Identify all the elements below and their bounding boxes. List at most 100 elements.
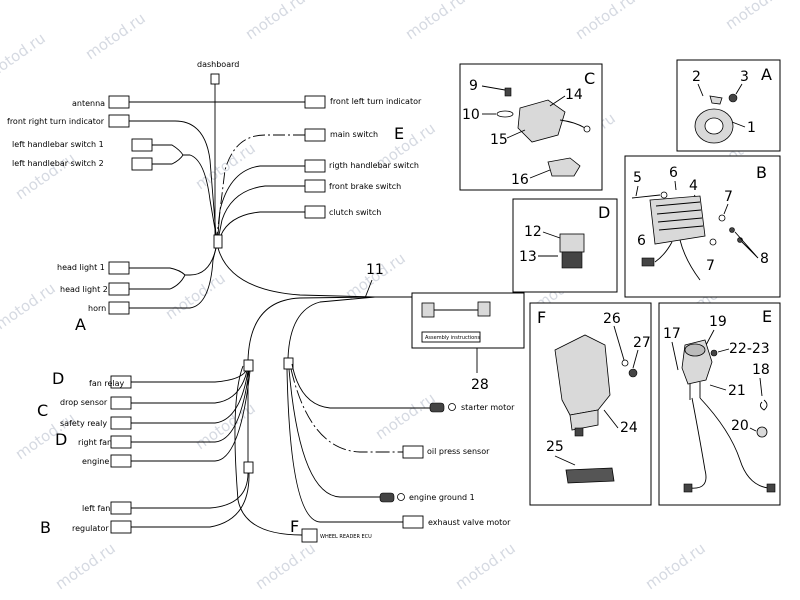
nut-part [628, 368, 638, 378]
oil-press-sensor-label: oil press sensor [427, 447, 490, 456]
wire [131, 370, 248, 404]
assembly-instructions-label: Assembly instructions [425, 335, 480, 341]
washer-part [496, 110, 514, 118]
group-letter-b-left: B [40, 518, 51, 537]
ref-26: 26 [603, 311, 621, 327]
leader-line [481, 85, 506, 91]
ref-15: 15 [490, 132, 508, 148]
fan-relay-label: fan relay [89, 379, 124, 388]
group-letter-c-left: C [37, 401, 48, 420]
oil-press-sensor-connector [402, 445, 424, 459]
watermark: motod.ru [642, 539, 709, 593]
left-fan-connector [110, 501, 132, 515]
group-letter-f: F [537, 308, 546, 327]
watermark: motod.ru [252, 539, 319, 593]
ecu-body [554, 334, 611, 416]
starter-motor-label: starter motor [461, 403, 515, 412]
leader-line [759, 377, 763, 397]
ref-10: 10 [462, 107, 480, 123]
front-right-turn-indicator-label: front right turn indicator [7, 117, 105, 126]
left-handlebar-switch-2-label: left handlebar switch 2 [12, 159, 104, 168]
group-letter-e: E [394, 124, 404, 143]
group-letter-b: B [756, 163, 767, 182]
wire [129, 267, 186, 290]
dashboard-label: dashboard [197, 60, 239, 69]
wire [185, 247, 217, 276]
wire [217, 247, 376, 298]
leader-line [364, 279, 373, 299]
ref-24: 24 [620, 420, 638, 436]
wire [290, 368, 403, 453]
leader-line [613, 325, 625, 361]
horn-connector [108, 301, 130, 315]
wire [286, 368, 403, 523]
wire [559, 119, 586, 129]
group-letter-f-left: F [290, 517, 299, 536]
panel-f-ecu: F 26 27 24 25 [529, 302, 652, 506]
head-light-2-label: head light 2 [60, 285, 108, 294]
leader-line [735, 83, 743, 95]
regulator-connector [641, 257, 655, 267]
ref-19: 19 [709, 314, 727, 330]
assembly-kit-connector [421, 302, 435, 318]
assembly-kit-connector [477, 301, 491, 317]
group-letter-e-panel: E [762, 307, 772, 326]
starter-motor-eyelet [448, 403, 456, 411]
drop-sensor-label: drop sensor [60, 398, 108, 407]
group-letter-d: D [52, 369, 64, 388]
splice-connector [243, 359, 254, 372]
watermark: motod.ru [242, 0, 309, 43]
leader-line [554, 455, 576, 466]
ref-20: 20 [731, 418, 749, 434]
relay-body [559, 233, 585, 253]
panel-e-ignition: E 17 19 22-23 21 18 20 [658, 302, 781, 506]
ref-25: 25 [546, 439, 564, 455]
leader-line [731, 121, 746, 128]
regulator-connector [110, 520, 132, 534]
bracket-part [689, 382, 701, 400]
ref-12: 12 [524, 224, 542, 240]
leader-line [723, 203, 729, 215]
ref-2: 2 [692, 69, 701, 85]
relay-body [517, 99, 566, 143]
bolt-part [631, 194, 661, 199]
exhaust-valve-motor-connector [402, 515, 424, 529]
right-handlebar-switch-label: rigth handlebar switch [329, 161, 419, 170]
engine-ground-terminal [379, 492, 395, 503]
watermark: motod.ru [722, 0, 789, 33]
ref-9: 9 [469, 78, 478, 94]
ref-27: 27 [633, 335, 651, 351]
ref-22-23: 22-23 [729, 341, 770, 357]
ecu-pad [565, 467, 615, 484]
key-cylinder [684, 343, 706, 357]
ecu-plug [574, 427, 584, 437]
leader-line [632, 349, 639, 369]
leader-line [506, 129, 526, 139]
panel-a-horn: A 2 3 1 [676, 59, 781, 152]
leader-line [542, 231, 561, 239]
ref-28: 28 [471, 377, 489, 393]
safety-relay-connector [110, 416, 132, 430]
front-left-turn-indicator-label: front left turn indicator [330, 97, 422, 106]
wire [291, 363, 430, 409]
wire [131, 370, 250, 443]
ref-16: 16 [511, 172, 529, 188]
washer-part [621, 359, 629, 367]
dashboard-connector [210, 73, 220, 85]
starter-motor-terminal [429, 402, 445, 413]
leader-line [705, 329, 715, 346]
watermark: motod.ru [12, 149, 79, 203]
ref-7: 7 [724, 189, 733, 205]
wire [152, 144, 184, 165]
wire [218, 185, 305, 236]
ref-6: 6 [669, 165, 678, 181]
ref-4: 4 [689, 178, 698, 194]
wire [131, 472, 249, 509]
wire [183, 154, 217, 236]
panel-c-relay: C 9 10 14 15 16 [459, 63, 603, 191]
nut-part [729, 227, 735, 233]
drop-sensor-connector [110, 396, 132, 410]
group-letter-a-left: A [75, 315, 86, 334]
watermark: motod.ru [52, 539, 119, 593]
